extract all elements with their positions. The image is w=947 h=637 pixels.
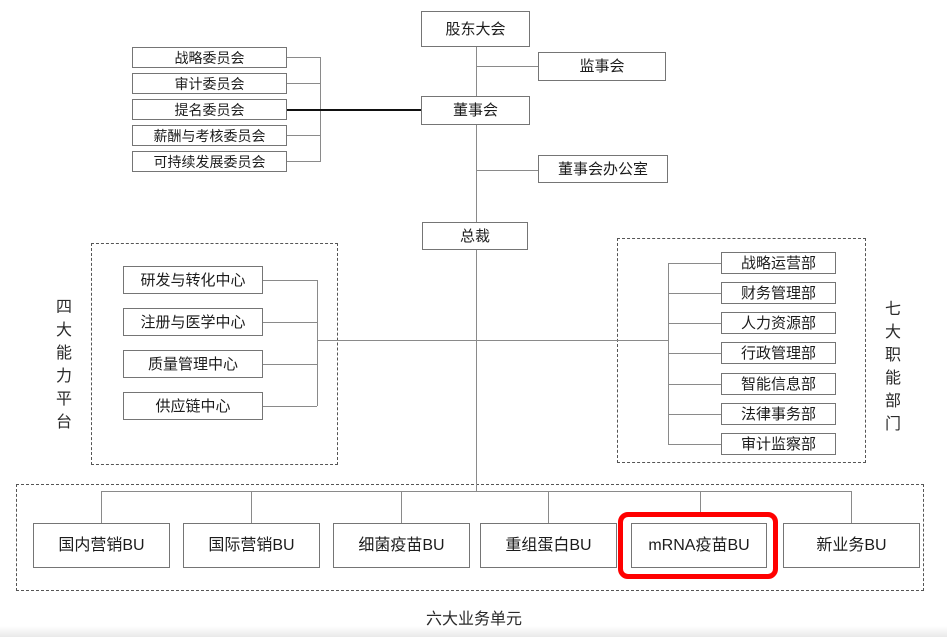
connector-bu-drop-3 — [401, 491, 402, 523]
connector-platform-branch-2 — [263, 322, 317, 323]
connector-bu-drop-1 — [101, 491, 102, 523]
connector-dept-branch-7 — [668, 444, 721, 445]
node-new-business-bu: 新业务BU — [783, 523, 920, 568]
node-board-office: 董事会办公室 — [538, 155, 668, 183]
connector-platform-branch-1 — [263, 280, 317, 281]
node-audit-committee: 审计委员会 — [132, 73, 287, 94]
connector-dept-branch-6 — [668, 414, 721, 415]
node-financial-management-dept: 财务管理部 — [721, 282, 836, 304]
connector-supervisory-branch — [477, 66, 538, 67]
node-mrna-vaccine-bu: mRNA疫苗BU — [631, 523, 767, 568]
connector-dept-branch-5 — [668, 384, 721, 385]
business-units-panel — [16, 484, 924, 591]
node-rd-translation-center: 研发与转化中心 — [123, 266, 263, 294]
connector-dept-branch-3 — [668, 323, 721, 324]
node-nomination-committee: 提名委员会 — [132, 99, 287, 120]
functional-departments-label: 七大职能部门 — [884, 301, 901, 433]
connector-bu-drop-5 — [700, 491, 701, 512]
connector-left-spine — [317, 280, 318, 406]
node-remuneration-assessment-committee: 薪酬与考核委员会 — [132, 125, 287, 146]
connector-bu-drop-4 — [548, 491, 549, 523]
connector-bu-drop-6 — [851, 491, 852, 523]
capability-platforms-panel — [91, 243, 338, 465]
node-shareholders-meeting: 股东大会 — [421, 11, 530, 47]
connector-dept-branch-4 — [668, 353, 721, 354]
node-supply-chain-center: 供应链中心 — [123, 392, 263, 420]
node-international-marketing-bu: 国际营销BU — [183, 523, 320, 568]
node-sustainable-development-committee: 可持续发展委员会 — [132, 151, 287, 172]
connector-committees-board-bold — [287, 109, 421, 111]
connector-bu-drop-2 — [251, 491, 252, 523]
node-quality-management-center: 质量管理中心 — [123, 350, 263, 378]
functional-departments-panel — [617, 238, 866, 463]
node-board-of-directors: 董事会 — [421, 96, 530, 125]
node-supervisory-board: 监事会 — [538, 52, 666, 81]
connector-committee-branch-1 — [287, 57, 320, 58]
node-strategy-committee: 战略委员会 — [132, 47, 287, 68]
capability-platforms-label: 四大能力平台 — [55, 299, 72, 431]
node-administrative-management-dept: 行政管理部 — [721, 342, 836, 364]
node-human-resources-dept: 人力资源部 — [721, 312, 836, 334]
connector-dept-branch-1 — [668, 263, 721, 264]
node-recombinant-protein-bu: 重组蛋白BU — [480, 523, 617, 568]
connector-committee-branch-4 — [287, 135, 320, 136]
node-president: 总裁 — [422, 222, 528, 250]
connector-shareholders-board — [476, 47, 477, 96]
connector-committee-branch-2 — [287, 83, 320, 84]
connector-main-horizontal — [317, 340, 668, 341]
page-bottom-gradient — [0, 626, 947, 637]
connector-committee-branch-5 — [287, 161, 320, 162]
mrna-bu-highlight-ring — [618, 512, 778, 579]
node-registration-medical-center: 注册与医学中心 — [123, 308, 263, 336]
connector-platform-branch-4 — [263, 406, 317, 407]
connector-board-president — [476, 125, 477, 222]
connector-board-office-branch — [477, 170, 538, 171]
connector-dept-branch-2 — [668, 293, 721, 294]
connector-bu-horizontal — [101, 491, 851, 492]
node-strategic-operations-dept: 战略运营部 — [721, 252, 836, 274]
connector-president-trunk — [476, 250, 477, 491]
node-intelligent-information-dept: 智能信息部 — [721, 373, 836, 395]
node-audit-supervision-dept: 审计监察部 — [721, 433, 836, 455]
node-domestic-marketing-bu: 国内营销BU — [33, 523, 170, 568]
connector-platform-branch-3 — [263, 364, 317, 365]
node-bacterial-vaccine-bu: 细菌疫苗BU — [333, 523, 470, 568]
node-legal-affairs-dept: 法律事务部 — [721, 403, 836, 425]
business-units-label: 六大业务单元 — [425, 611, 522, 628]
